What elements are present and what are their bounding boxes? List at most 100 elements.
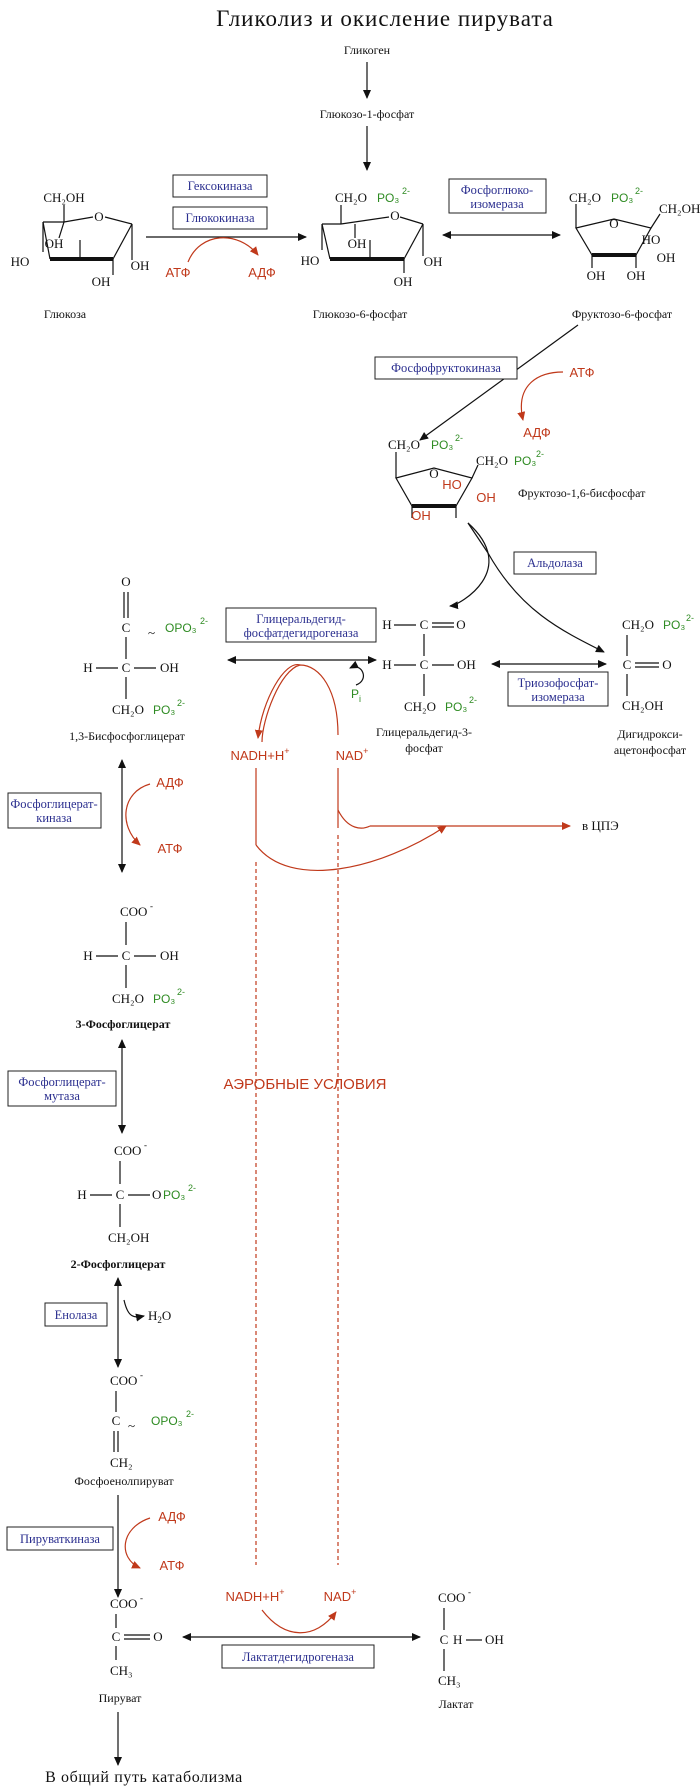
gap-structure: H C O H C OH CH₂O PO₃ 2- <box>382 617 477 714</box>
svg-text:CH₂OH: CH₂OH <box>43 190 84 205</box>
svg-text:2-: 2- <box>200 616 208 626</box>
svg-text:OH: OH <box>348 236 367 251</box>
svg-text:-: - <box>150 901 153 911</box>
svg-text:OH: OH <box>131 258 150 273</box>
svg-text:O: O <box>662 657 671 672</box>
nadh-top: NADH+H+ <box>230 746 289 763</box>
pk-box <box>6 1526 114 1551</box>
svg-text:CH₃: CH₃ <box>438 1673 461 1688</box>
adp-atp-arc-4 <box>124 1517 151 1569</box>
svg-text:CH₂O: CH₂O <box>112 991 144 1006</box>
atp-adp-arc-2 <box>517 371 564 421</box>
pyruvate-structure: COO - C O CH₃ <box>110 1593 163 1678</box>
svg-text:CH₂O: CH₂O <box>404 699 436 714</box>
glycogen-label: Гликоген <box>344 43 391 57</box>
svg-text:CH₂: CH₂ <box>110 1455 133 1470</box>
svg-text:HO: HO <box>442 477 462 492</box>
gapdh-label-1: Глицеральдегид- <box>256 612 346 626</box>
tpi-label-2: изомераза <box>531 690 585 704</box>
pgi-box <box>448 178 547 214</box>
svg-text:C: C <box>122 948 131 963</box>
g1p-label: Глюкозо-1-фосфат <box>320 107 415 121</box>
glucose-structure: CH₂OH O OH OH HO OH <box>11 190 150 289</box>
footer-label: В общий путь катаболизма <box>45 1769 243 1786</box>
svg-text:O: O <box>121 574 130 589</box>
svg-text:C: C <box>112 1629 121 1644</box>
water-arrow <box>123 1299 145 1322</box>
svg-text:2-: 2- <box>635 186 643 196</box>
enolase-label: Енолаза <box>55 1308 98 1322</box>
svg-text:2-: 2- <box>177 698 185 708</box>
adp-1: АДФ <box>248 265 276 280</box>
aldolase-box <box>513 551 597 575</box>
atp-2: АТФ <box>569 365 594 380</box>
enolase-box <box>44 1302 108 1327</box>
svg-text:~: ~ <box>148 625 155 640</box>
pyruvate-label: Пируват <box>99 1691 142 1705</box>
svg-text:O: O <box>456 617 465 632</box>
diagram-title: Гликолиз и окисление пирувата <box>216 6 554 31</box>
arrow-aldolase-dhap <box>487 552 605 653</box>
ldh-box <box>221 1644 375 1669</box>
pk-label: Пируваткиназа <box>20 1532 100 1546</box>
pg3-structure: COO - H C OH CH₂O PO₃ 2- <box>83 901 185 1006</box>
svg-text:OH: OH <box>424 254 443 269</box>
glucose-label: Глюкоза <box>44 307 87 321</box>
svg-text:OH: OH <box>476 490 496 505</box>
svg-text:CH₂O: CH₂O <box>476 453 508 468</box>
glucokinase-label: Глюкокиназа <box>185 211 254 225</box>
adp-atp-arc-3 <box>125 783 151 846</box>
svg-text:OH: OH <box>457 657 476 672</box>
to-etc-label: в ЦПЭ <box>582 818 619 833</box>
svg-text:OH: OH <box>45 236 64 251</box>
svg-text:2-: 2- <box>186 1409 194 1419</box>
svg-text:-: - <box>140 1370 143 1380</box>
svg-text:H: H <box>77 1187 86 1202</box>
pi-label: P <box>351 687 359 701</box>
svg-text:OPO₃: OPO₃ <box>165 621 197 635</box>
svg-text:C: C <box>420 617 429 632</box>
pep-structure: COO - C ~ OPO₃ 2- CH₂ <box>110 1370 194 1470</box>
hexokinase-box <box>172 174 268 198</box>
g6p-structure: CH₂O PO₃ 2- O OH OH HO OH <box>301 186 443 289</box>
pgm-label-1: Фосфоглицерат- <box>18 1075 105 1089</box>
nad-top: NAD+ <box>336 746 369 763</box>
svg-text:PO₃: PO₃ <box>163 1188 185 1202</box>
pgi-label-2: изомераза <box>470 197 524 211</box>
svg-text:-: - <box>140 1593 143 1603</box>
svg-text:CH₂O: CH₂O <box>335 190 367 205</box>
svg-text:-: - <box>468 1587 471 1597</box>
pg2-structure: COO - H C O PO₃ 2- CH₂OH <box>77 1140 196 1245</box>
dhap-label-1: Дигидрокси- <box>617 727 682 741</box>
pg2-label: 2-Фосфоглицерат <box>71 1257 166 1271</box>
dhap-label-2: ацетонфосфат <box>614 743 687 757</box>
svg-text:CH₂OH: CH₂OH <box>108 1230 149 1245</box>
svg-text:O: O <box>390 208 399 223</box>
pgk-box <box>7 792 102 829</box>
svg-text:C: C <box>623 657 632 672</box>
svg-text:C: C <box>122 660 131 675</box>
svg-text:HO: HO <box>301 253 320 268</box>
pfk-label: Фосфофруктокиназа <box>391 361 501 375</box>
svg-text:PO₃: PO₃ <box>431 438 453 452</box>
g6p-label: Глюкозо-6-фосфат <box>313 307 408 321</box>
svg-text:OH: OH <box>587 268 606 283</box>
adp-2: АДФ <box>523 425 551 440</box>
svg-text:O: O <box>609 216 618 231</box>
svg-text:2-: 2- <box>455 433 463 443</box>
svg-text:C: C <box>112 1413 121 1428</box>
pi-arrow <box>349 660 365 686</box>
nadh-bottom: NADH+H+ <box>225 1587 284 1604</box>
svg-text:H: H <box>382 657 391 672</box>
aerobic-label: АЭРОБНЫЕ УСЛОВИЯ <box>224 1076 387 1093</box>
svg-text:HO: HO <box>642 232 661 247</box>
svg-text:H: H <box>382 617 391 632</box>
f16bp-label: Фруктозо-1,6-бисфосфат <box>518 486 646 500</box>
gapdh-box <box>225 607 377 643</box>
svg-text:OH: OH <box>160 660 179 675</box>
pg3-label: 3-Фосфоглицерат <box>76 1017 171 1031</box>
svg-text:C: C <box>116 1187 125 1202</box>
svg-text:OH: OH <box>160 948 179 963</box>
svg-text:CH₂OH: CH₂OH <box>659 201 700 216</box>
